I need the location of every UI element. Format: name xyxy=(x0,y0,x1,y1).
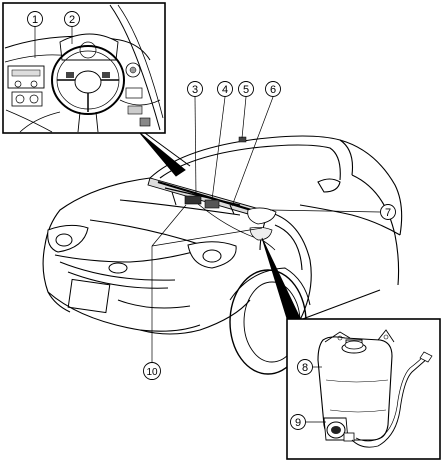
callout-4-label: 4 xyxy=(222,84,228,96)
callout-1-label: 1 xyxy=(32,14,38,26)
washer-tank-location xyxy=(247,207,277,241)
callout-2-label: 2 xyxy=(69,14,75,26)
callout-1: 1 xyxy=(27,11,43,27)
callout-10-label: 10 xyxy=(146,367,158,378)
callout-9: 9 xyxy=(290,414,306,430)
callout-7-label: 7 xyxy=(385,207,391,219)
callout-7: 7 xyxy=(380,204,396,220)
front-grille xyxy=(59,261,191,314)
callout-5-label: 5 xyxy=(243,84,249,96)
callout-5: 5 xyxy=(238,81,254,97)
rear-window-mark xyxy=(238,136,247,143)
callout-9-label: 9 xyxy=(295,417,301,429)
inset-pointer xyxy=(139,132,191,177)
dashboard-inset xyxy=(2,2,166,134)
callout-2: 2 xyxy=(64,11,80,27)
callout-6-label: 6 xyxy=(270,84,276,96)
callout-3: 3 xyxy=(187,81,203,97)
callout-6: 6 xyxy=(265,81,281,97)
callout-10: 10 xyxy=(143,362,161,380)
callout-4: 4 xyxy=(217,81,233,97)
car-body xyxy=(42,135,403,335)
callout-3-label: 3 xyxy=(192,84,198,96)
callout-8-label: 8 xyxy=(302,362,308,374)
leader-lines xyxy=(34,27,381,423)
callout-8: 8 xyxy=(297,359,313,375)
headlights xyxy=(47,224,237,269)
tank-inset-pointer xyxy=(261,237,301,323)
washer-tank-inset xyxy=(286,318,441,460)
